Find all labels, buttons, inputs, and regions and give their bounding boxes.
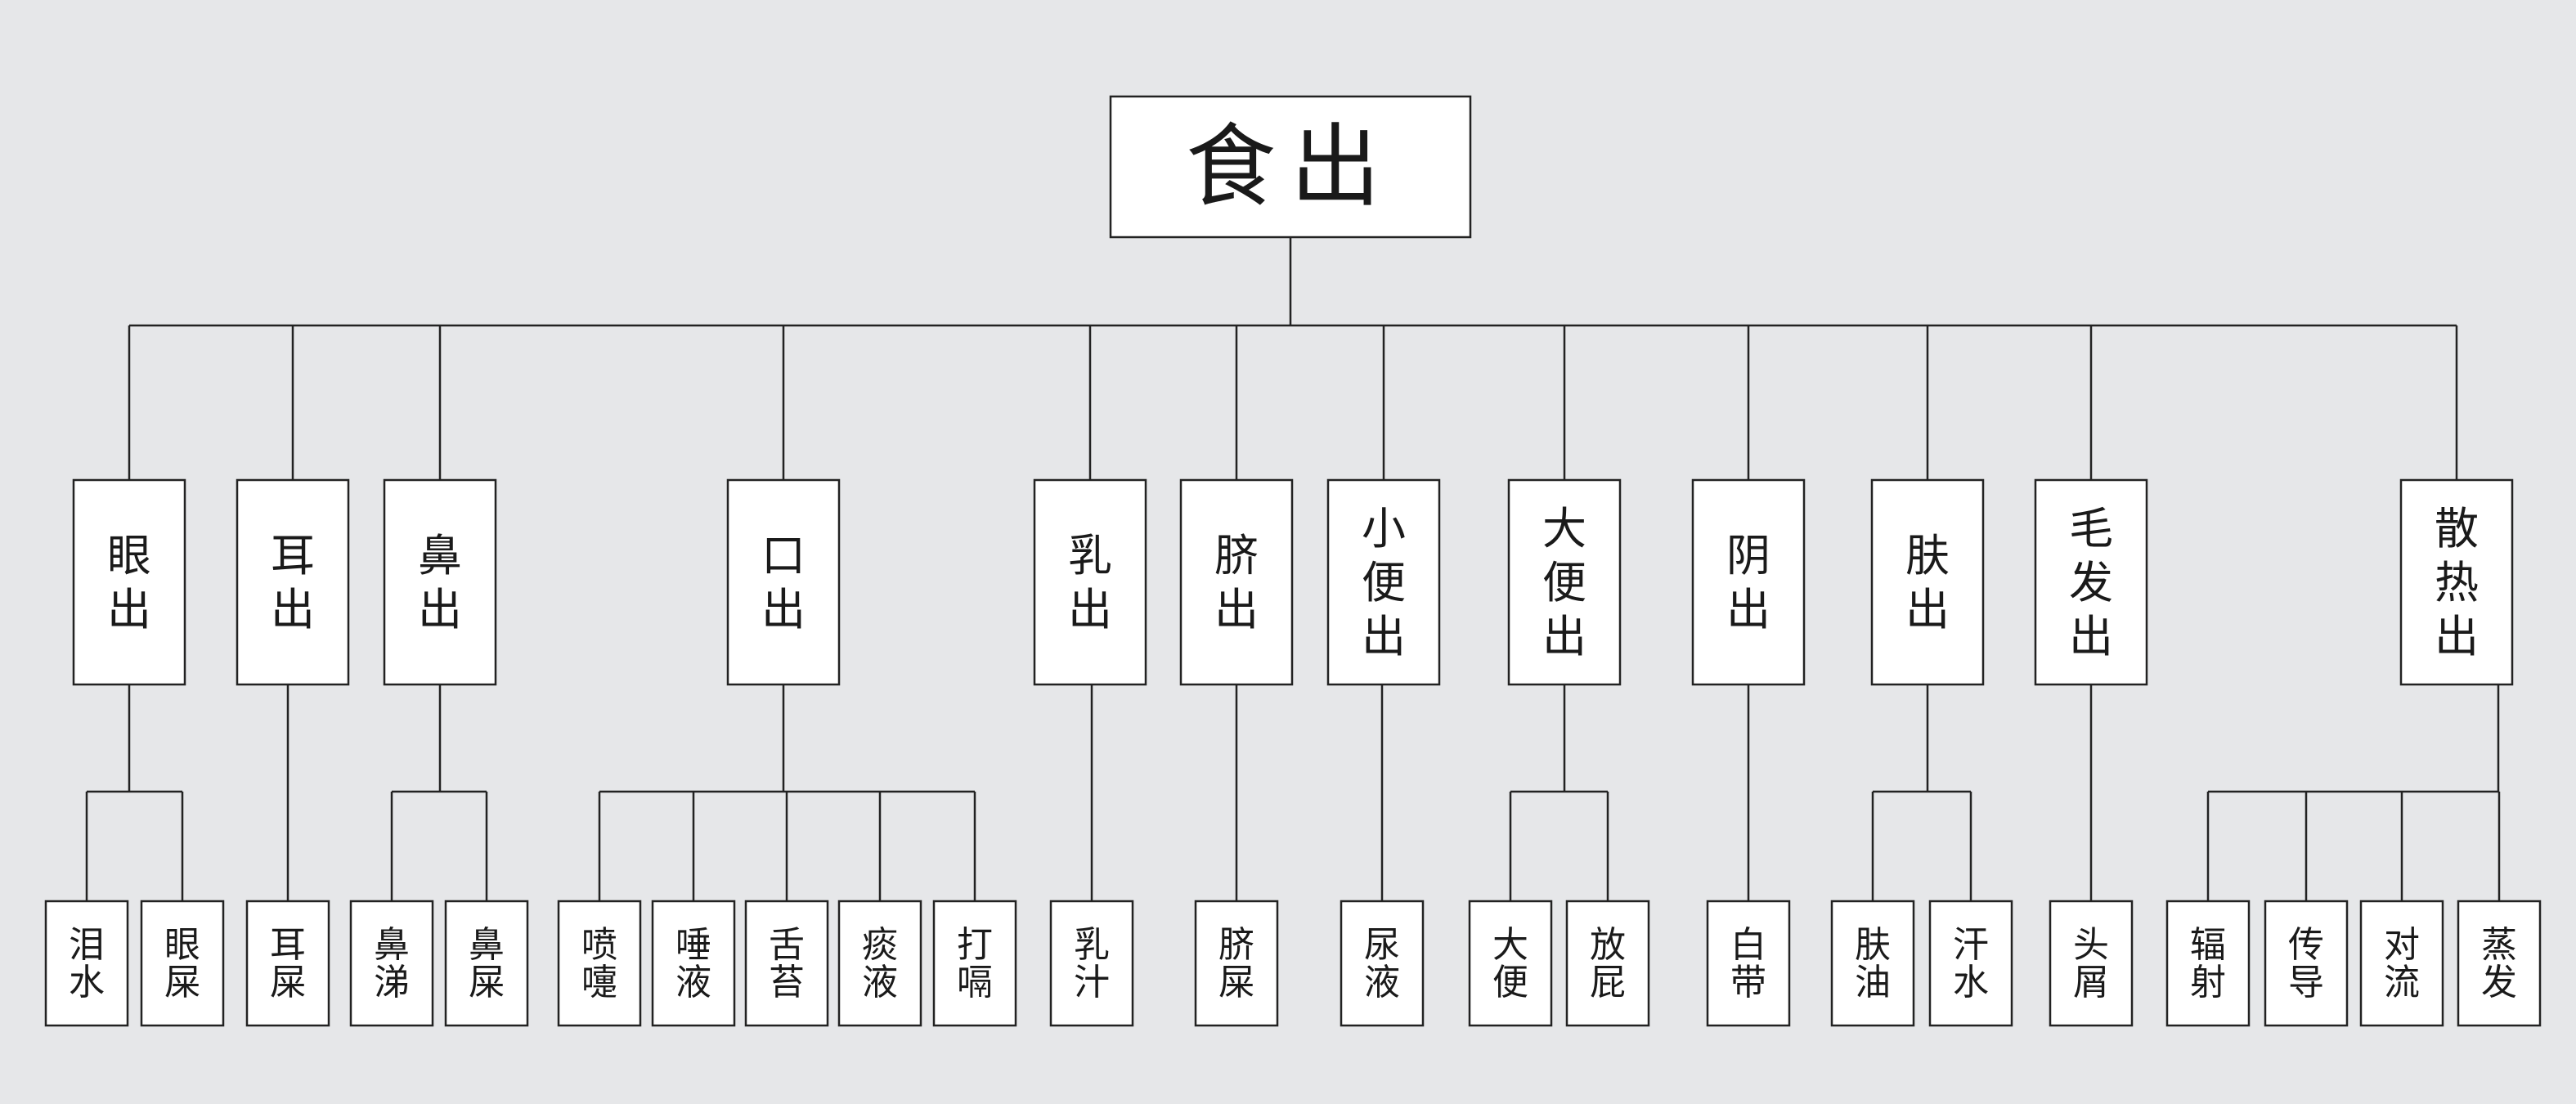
leaf-node [932, 900, 1017, 1027]
node-label: 唾液 [675, 924, 711, 1003]
group-node [1870, 478, 1985, 686]
node-label: 毛发出 [2069, 503, 2113, 662]
node-label: 汗水 [1953, 924, 1989, 1003]
node-label: 对流 [2384, 924, 2420, 1003]
node-label: 痰液 [862, 924, 898, 1003]
leaf-node [1194, 900, 1279, 1027]
node-label: 尿液 [1364, 924, 1400, 1003]
leaf-node [44, 900, 129, 1027]
node-label: 脐出 [1214, 530, 1259, 635]
node-label: 散热出 [2435, 503, 2479, 662]
group-node [383, 478, 497, 686]
node-label: 舌苔 [769, 924, 805, 1003]
group-node [2399, 478, 2514, 686]
leaf-node [1706, 900, 1791, 1027]
leaf-node [1928, 900, 2013, 1027]
group-node [726, 478, 841, 686]
leaf-node [837, 900, 922, 1027]
node-label: 辐射 [2190, 924, 2226, 1003]
node-label: 喷嚏 [581, 924, 617, 1003]
group-node [1326, 478, 1441, 686]
node-label: 大便出 [1542, 503, 1586, 662]
connector-lines [85, 237, 2501, 901]
node-label: 小便出 [1362, 503, 1406, 662]
leaf-node [444, 900, 529, 1027]
leaf-node [557, 900, 642, 1027]
group-node [72, 478, 186, 686]
leaf-node [651, 900, 736, 1027]
leaf-node [140, 900, 225, 1027]
leaf-node [2457, 900, 2542, 1027]
node-label: 肤油 [1855, 924, 1891, 1003]
node-label: 乳出 [1068, 530, 1112, 635]
node-label: 耳屎 [270, 924, 306, 1003]
group-node [1507, 478, 1622, 686]
node-label: 眼屎 [164, 924, 200, 1003]
node-label: 白带 [1730, 924, 1766, 1003]
leaf-node [2049, 900, 2134, 1027]
leaf-node [1565, 900, 1650, 1027]
node-label: 脐屎 [1218, 924, 1254, 1003]
group-node [1691, 478, 1806, 686]
leaf-node [349, 900, 434, 1027]
root-label: 食出 [1186, 114, 1395, 219]
node-label: 口出 [761, 530, 806, 635]
node-label: 鼻屎 [469, 924, 505, 1003]
leaf-node [245, 900, 330, 1027]
node-label: 鼻涕 [374, 924, 410, 1003]
node-label: 放屁 [1590, 924, 1626, 1003]
leaf-node [2264, 900, 2349, 1027]
node-label: 肤出 [1905, 530, 1950, 635]
leaf-node [2165, 900, 2251, 1027]
node-label: 泪水 [69, 924, 105, 1003]
node-label: 大便 [1492, 924, 1528, 1003]
leaf-node [744, 900, 829, 1027]
node-label: 蒸发 [2481, 924, 2517, 1003]
node-label: 耳出 [271, 530, 315, 635]
group-node [2034, 478, 2148, 686]
leaf-node [2359, 900, 2444, 1027]
group-node [1179, 478, 1294, 686]
node-label: 传导 [2288, 924, 2324, 1003]
node-label: 阴出 [1726, 530, 1770, 635]
leaf-node [1340, 900, 1425, 1027]
group-node [1033, 478, 1147, 686]
node-label: 眼出 [107, 530, 151, 635]
leaf-node [1830, 900, 1915, 1027]
group-node [236, 478, 350, 686]
node-label: 打嗝 [957, 924, 993, 1003]
node-label: 乳汁 [1074, 924, 1110, 1003]
root-node [1109, 95, 1472, 239]
node-label: 头屑 [2073, 924, 2109, 1003]
node-label: 鼻出 [418, 530, 462, 635]
leaf-node [1468, 900, 1553, 1027]
leaf-node [1049, 900, 1134, 1027]
